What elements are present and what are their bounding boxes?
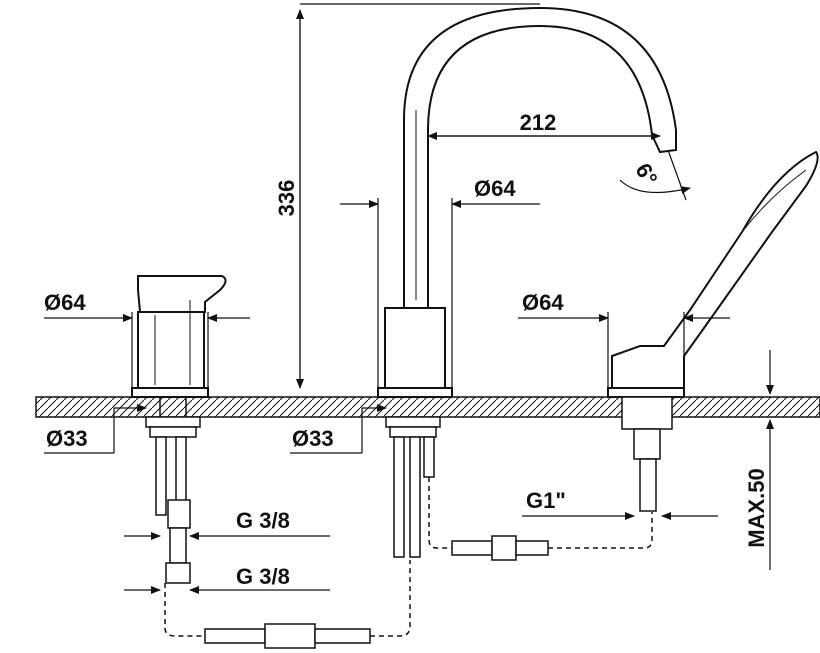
hose-connectors bbox=[204, 535, 549, 649]
countertop bbox=[35, 396, 820, 418]
label-thread-shower: G1" bbox=[526, 488, 566, 513]
spout-underdeck bbox=[385, 416, 441, 558]
label-diameter-mixer: Ø64 bbox=[44, 290, 86, 315]
label-thread-lower: G 3/8 bbox=[236, 564, 290, 589]
spout bbox=[377, 6, 677, 398]
label-reach-212: 212 bbox=[520, 110, 557, 135]
label-diameter-spout: Ø64 bbox=[474, 176, 516, 201]
label-diameter-shower: Ø64 bbox=[522, 290, 564, 315]
hand-shower bbox=[607, 150, 819, 398]
label-height-336: 336 bbox=[274, 180, 299, 217]
label-thread-upper: G 3/8 bbox=[236, 508, 290, 533]
mixer-lever bbox=[131, 275, 227, 398]
label-max-deck: MAX.50 bbox=[744, 468, 769, 547]
label-angle-6deg: 6° bbox=[630, 159, 662, 190]
label-hole-spout: Ø33 bbox=[292, 426, 334, 451]
hoses bbox=[164, 477, 653, 637]
shower-underdeck bbox=[621, 396, 673, 512]
mixer-underdeck bbox=[145, 398, 201, 584]
label-hole-mixer: Ø33 bbox=[46, 426, 88, 451]
dimension-lines bbox=[44, 3, 774, 594]
